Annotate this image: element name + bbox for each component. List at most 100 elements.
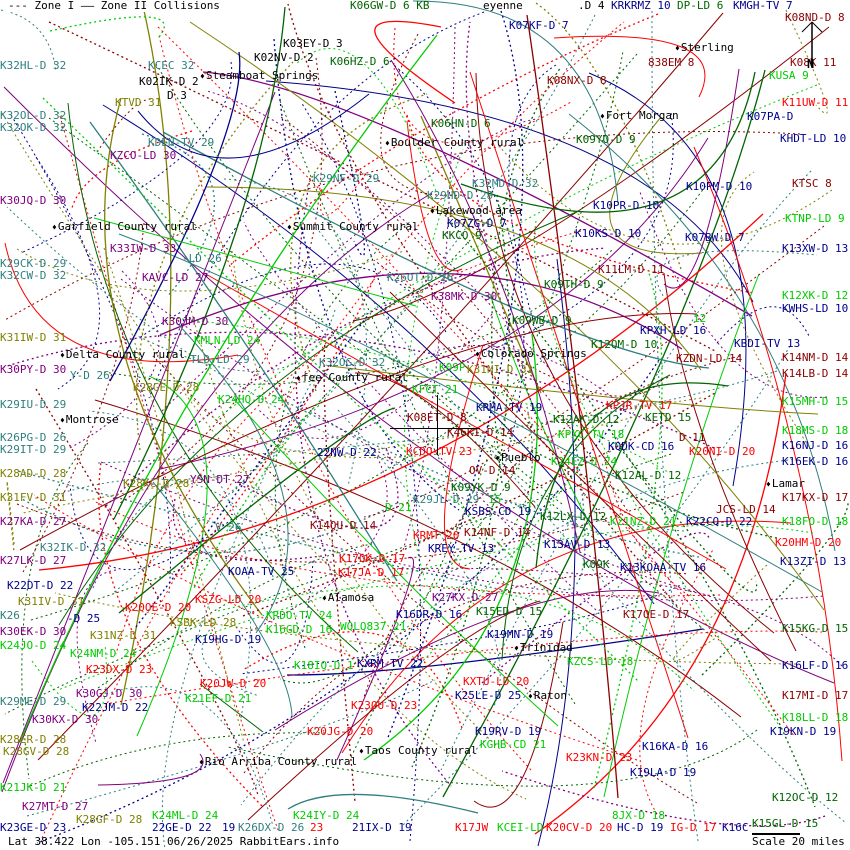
station-label[interactable]: KRKRMZ 10 [611, 0, 671, 12]
station-label[interactable]: K29CK-D 29 [0, 257, 67, 270]
station-label[interactable]: K21JK-D 21 [0, 781, 67, 794]
station-label[interactable]: K27MT-D 27 [22, 800, 89, 813]
station-label[interactable]: TLO-LD 29 [190, 353, 250, 366]
station-label[interactable]: K18LL-D 18 [782, 711, 849, 724]
station-label[interactable]: KQDK-CD 16 [608, 440, 675, 453]
station-label[interactable]: K30JQ-D 30 [0, 194, 67, 207]
station-label[interactable]: KRDO-TV 24 [266, 609, 333, 622]
station-label[interactable]: KZCS-LD 18 [567, 655, 634, 668]
station-label[interactable]: K27LK-D 27 [0, 554, 67, 567]
station-label[interactable]: K31IW-D 31 [0, 331, 67, 344]
station-label[interactable]: K12LX-D 12 [540, 510, 607, 523]
station-label[interactable]: K14NF-D 14 [464, 526, 531, 539]
station-label[interactable]: KSBK-LD 28 [170, 616, 237, 629]
station-label[interactable]: K15KG-D 15 [782, 622, 849, 635]
station-label[interactable]: K17JW [455, 821, 489, 834]
station-label[interactable]: KPXC-TV 18 [558, 428, 625, 441]
station-label[interactable]: K10KS-D 10 [575, 227, 642, 240]
station-label[interactable]: K08K 11 [790, 56, 837, 69]
station-label[interactable]: K32IK-D 32 [40, 541, 107, 554]
station-label[interactable]: K17KX-D 17 [782, 491, 849, 504]
station-label[interactable]: K19MN-D 19 [487, 628, 554, 641]
station-label[interactable]: K28KC-D 28 [123, 477, 190, 490]
station-label[interactable]: K24HQ-D 24 [218, 393, 285, 406]
station-label[interactable]: K32OL-D 32 [0, 109, 67, 122]
station-label[interactable]: K12XK-D 12 [782, 289, 849, 302]
station-label[interactable]: KSZG-LD 20 [195, 593, 262, 606]
station-label[interactable]: K28GE-D 28 [133, 381, 200, 394]
station-label[interactable]: K07KF-D 7 [509, 19, 569, 32]
station-label[interactable]: KGHB-CD 21 [480, 738, 547, 751]
station-label[interactable]: K20OE-D 20 [125, 601, 192, 614]
station-label[interactable]: K29NF-D 29 [313, 172, 380, 185]
station-label[interactable]: KCEC 32 [148, 59, 195, 72]
station-label[interactable]: K25LE-D 25 [455, 689, 522, 702]
station-label[interactable]: K03EY-D 3 [283, 37, 343, 50]
station-label[interactable]: K32OG-D 32 [319, 356, 386, 369]
station-label[interactable]: K19LA-D 19 [630, 766, 697, 779]
station-label[interactable]: K11LM-D 11 [598, 263, 665, 276]
station-label[interactable]: K30JM-D 30 [162, 315, 229, 328]
station-label[interactable]: K28ER-D 28 [0, 733, 67, 746]
station-label[interactable]: K09P [439, 361, 466, 374]
station-label[interactable]: KTSC 8 [792, 177, 832, 190]
station-label[interactable]: K10PR-D 10 [593, 199, 660, 212]
station-label[interactable]: K07PA-D [747, 110, 794, 123]
station-label[interactable]: K13XW-D 13 [782, 242, 849, 255]
station-label[interactable]: -LD 26 [182, 252, 222, 265]
station-label[interactable]: OV-D 14 [469, 464, 516, 477]
station-label[interactable]: KHDT-LD 10 [780, 132, 847, 145]
station-label[interactable]: K13ZI-D 13 [780, 555, 847, 568]
station-label[interactable]: K08NX-D 8 [547, 74, 607, 87]
station-label[interactable]: K22JM-D 22 [82, 701, 149, 714]
station-label[interactable]: K09K [583, 558, 610, 571]
station-label[interactable]: KXTU-LD 20 [463, 675, 530, 688]
station-label[interactable]: K26PG-D 26 [0, 431, 67, 444]
station-label[interactable]: DP-LD 6 [677, 0, 724, 12]
station-label[interactable]: K13AV-D 13 [544, 538, 611, 551]
station-label[interactable]: K15GL-D 15 [752, 817, 819, 830]
station-label[interactable]: K23GE-D 23 [0, 821, 67, 834]
station-label[interactable]: K02NV-D 2 [254, 51, 314, 64]
station-label[interactable]: K14NM-D 14 [782, 351, 849, 364]
station-label[interactable]: K18FO-D 18 [782, 515, 849, 528]
station-label[interactable]: K16C [722, 821, 749, 834]
station-label[interactable]: KTNP-LD 9 [785, 212, 845, 225]
station-label[interactable]: K09WB-D 9 [512, 314, 572, 327]
station-label[interactable]: K24NM-D 24 [70, 647, 137, 660]
station-label[interactable]: K08ET-D 8 [407, 411, 467, 424]
station-label[interactable]: K07ZG-D 7 [447, 217, 507, 230]
station-label[interactable]: .D 4 [578, 0, 605, 12]
station-label[interactable]: 15 [488, 493, 502, 506]
station-label[interactable]: K24IY-D 24 [293, 809, 360, 822]
station-label[interactable]: IG-D 17 [670, 821, 717, 834]
station-label[interactable]: K28AD-D 28 [0, 467, 67, 480]
station-label[interactable]: K31IV-D 31 [18, 595, 85, 608]
station-label[interactable]: K16DR-D 16 [396, 608, 463, 621]
station-label[interactable]: -D 25 [67, 612, 101, 625]
station-label[interactable]: K29JL-D 29 [413, 493, 480, 506]
station-label[interactable]: K22DT-D 22 [7, 579, 74, 592]
station-label[interactable]: K27KX-D 27 [432, 591, 499, 604]
station-label[interactable]: K24EZ-D 24 [551, 455, 618, 468]
station-label[interactable]: KCEI-LD [497, 821, 544, 834]
station-label[interactable]: K29IT-D 29 [0, 443, 67, 456]
station-label[interactable]: 12 [693, 312, 707, 325]
station-label[interactable]: K09TH-D 9 [544, 278, 604, 291]
station-label[interactable]: KZCO-LD 30 [110, 149, 177, 162]
station-label[interactable]: K33IW-D 33 [110, 242, 177, 255]
station-label[interactable]: YSN-DT 27 [190, 473, 250, 486]
station-label[interactable]: K12QM-D 10 [591, 338, 658, 351]
station-label[interactable]: K28GF-D 28 [76, 813, 143, 826]
station-label[interactable]: K12OC-D 12 [772, 791, 839, 804]
station-label[interactable]: K30GJ-D 30 [76, 687, 143, 700]
station-label[interactable]: WQLQ837 21 [340, 620, 407, 633]
station-label[interactable]: K09YK-D 9 [451, 481, 511, 494]
station-label[interactable]: K02IK-D 2 [139, 75, 199, 88]
station-label[interactable]: KAVC-LD 27 [142, 271, 209, 284]
station-label[interactable]: K06HN-D 6 [431, 117, 491, 130]
station-label[interactable]: KXRM-TV 22 [357, 657, 424, 670]
station-label[interactable]: K17JA-D 17 [338, 566, 405, 579]
station-label[interactable]: K16NJ-D 16 [782, 439, 849, 452]
station-label[interactable]: K32OK-D 32 [0, 121, 67, 134]
